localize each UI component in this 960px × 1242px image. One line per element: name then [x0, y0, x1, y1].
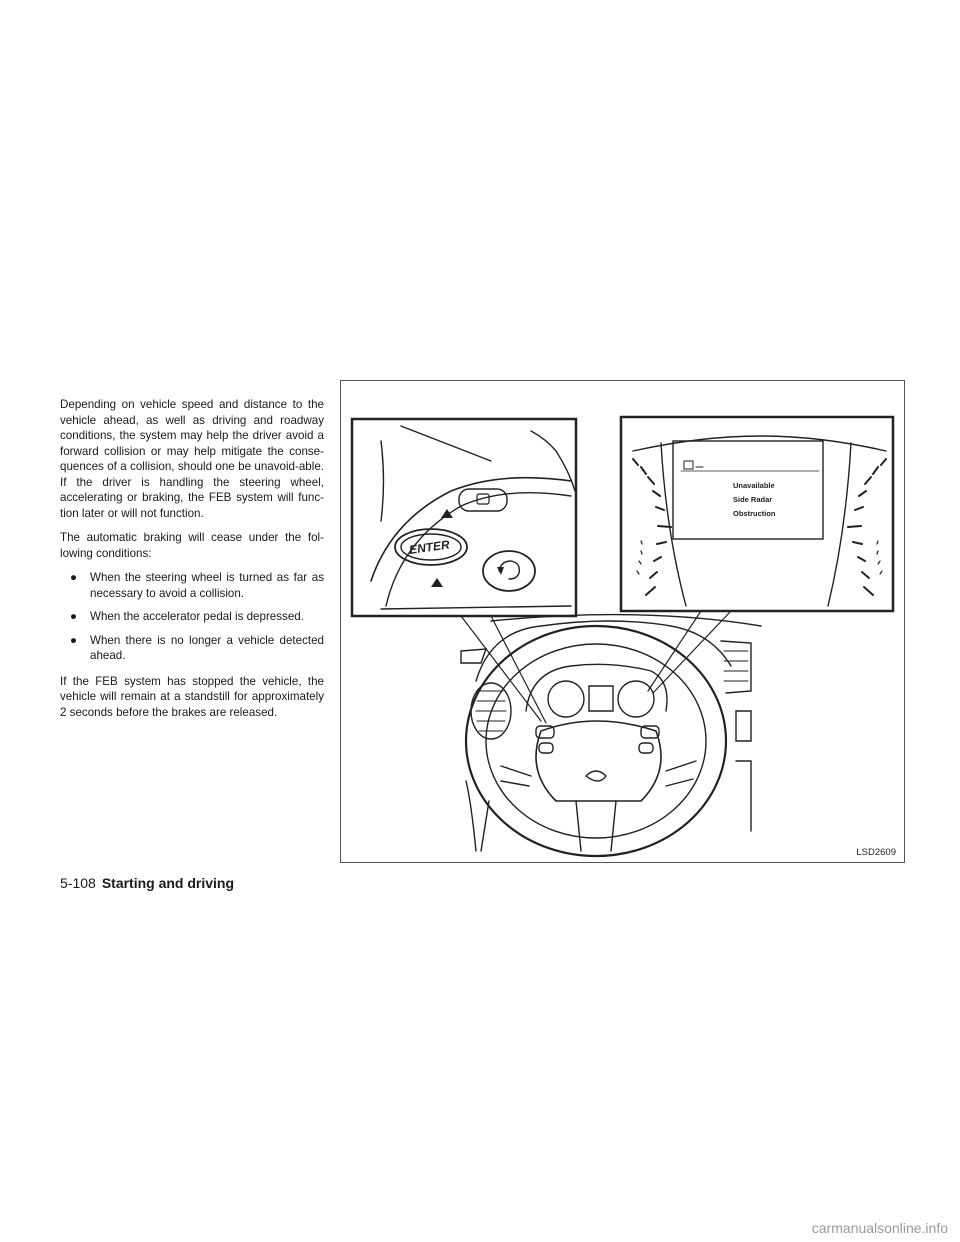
bullet-icon: ● — [70, 610, 78, 623]
list-item: ●When there is no longer a vehicle detec… — [70, 633, 324, 663]
meter-closeup-frame — [619, 415, 895, 613]
paragraph-cease-intro: The automatic braking will cease under t… — [60, 531, 324, 560]
enter-label: ENTER — [408, 537, 451, 557]
menu-button — [458, 488, 508, 512]
figure-code: LSD2609 — [856, 847, 896, 858]
down-arrow-icon — [431, 578, 443, 587]
bullet-icon: ● — [70, 633, 78, 647]
paragraph-standstill: If the FEB system has stopped the vehicl… — [60, 674, 324, 719]
steering-wheel-hub — [535, 720, 662, 802]
paragraph-feb-conditions: Depending on vehicle speed and distance … — [60, 398, 324, 520]
page-number: 5-108 — [60, 875, 96, 891]
list-item: ●When the steering wheel is turned as fa… — [70, 571, 324, 600]
multi-info-display — [672, 440, 824, 540]
page-footer: 5-108 Starting and driving — [60, 875, 234, 891]
enter-button — [394, 528, 468, 566]
back-button — [482, 550, 536, 592]
steering-wheel-illustration: ENTER Unavailable Side Radar Obstruction… — [340, 380, 905, 863]
list-item: ●When the accelerator pedal is depressed… — [70, 610, 304, 623]
body-text: Depending on vehicle speed and distance … — [60, 397, 324, 729]
up-arrow-icon — [441, 509, 453, 518]
cease-conditions-list: ●When the steering wheel is turned as fa… — [60, 570, 324, 664]
section-title: Starting and driving — [101, 875, 235, 891]
steering-wheel-rim — [464, 624, 728, 858]
bullet-icon: ● — [70, 571, 78, 584]
display-line-obstruction: Obstruction — [733, 509, 776, 518]
illustration-svg: ENTER Unavailable Side Radar Obstruction — [350, 415, 895, 858]
display-line-unavailable: Unavailable — [733, 481, 775, 490]
switch-closeup-frame — [350, 417, 578, 618]
watermark: carmanualsonline.info — [811, 1220, 948, 1236]
display-line-side-radar: Side Radar — [733, 495, 772, 504]
